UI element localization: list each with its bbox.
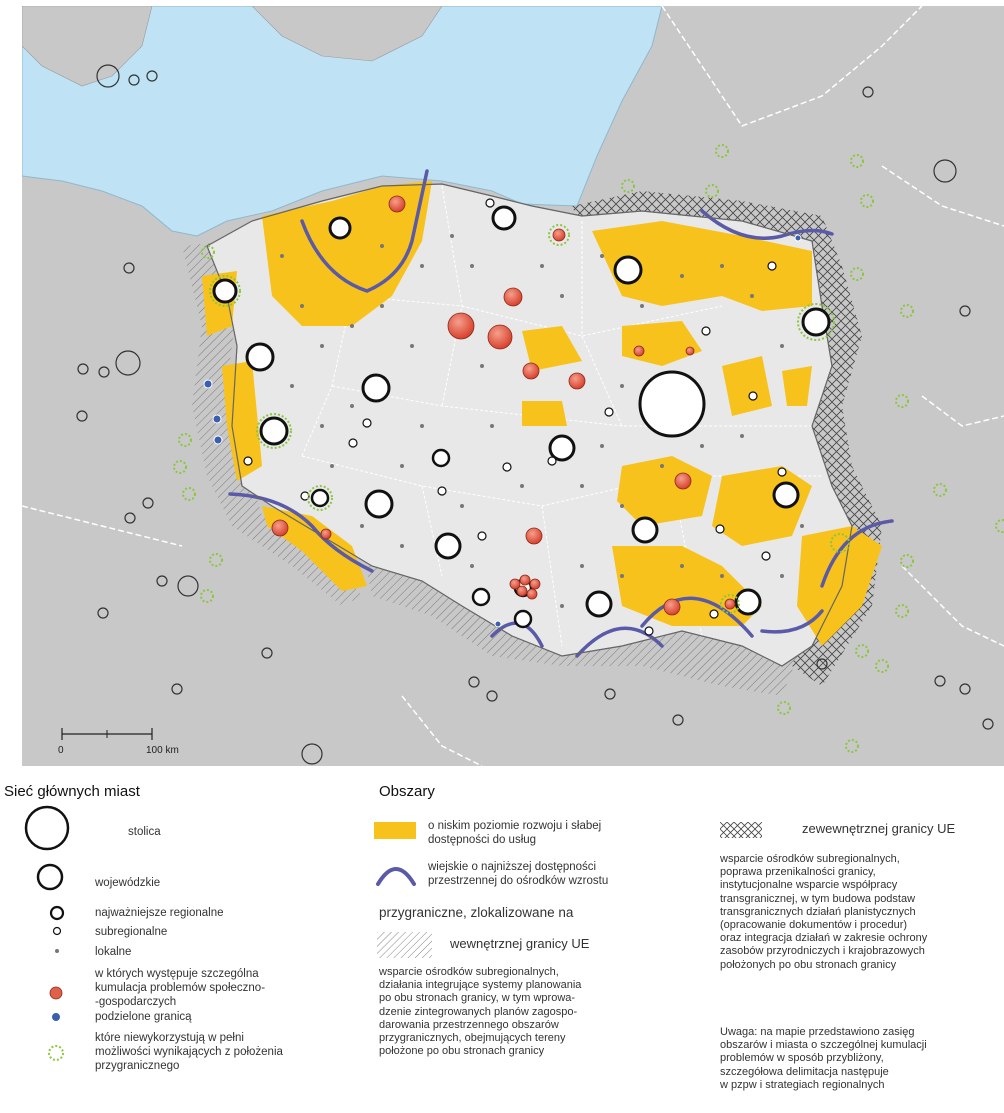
legend-border-title: przygraniczne, zlokalizowane na <box>379 905 574 920</box>
unused-border-cities <box>173 144 1004 753</box>
external-desc-line-3: instytucjonalne wsparcie współpracy <box>720 879 898 892</box>
legend-low-dev: o niskim poziomie rozwoju i słabej dostę… <box>428 819 601 847</box>
scandinavia <box>251 6 443 62</box>
internal-desc-line-5: darowania przestrzennego obszarów <box>379 1018 559 1031</box>
legend-internal-border: wewnętrznej granicy UE <box>450 936 590 951</box>
internal-desc-line-7: położone po obu stronach granicy <box>379 1045 545 1058</box>
legend-local: lokalne <box>95 946 132 958</box>
rural-areas-lines <box>228 169 894 658</box>
external-border-legend-icon <box>720 822 762 838</box>
legend-divided: podzielone granicą <box>95 1011 192 1023</box>
external-desc-line-2: poprawa przenikalności granicy, <box>720 866 876 879</box>
external-desc-line-1: wsparcie ośrodków subregionalnych, <box>720 853 900 865</box>
external-desc-line-5: transgranicznych działań planistycznych <box>720 905 916 918</box>
regional-cities <box>310 448 533 629</box>
note-line-5: w pzpw i strategiach regionalnych <box>720 1078 885 1091</box>
legend-internal-desc: wsparcie ośrodków subregionalnych, dział… <box>379 966 581 1058</box>
legend-areas-title: Obszary <box>379 783 435 800</box>
subregional-cities <box>243 198 787 636</box>
legend-problems-line-2: kumulacja problemów społeczno- <box>95 982 266 994</box>
legend-capital: stolica <box>128 826 161 838</box>
legend-subregional: subregionalne <box>95 926 168 938</box>
legend-rural-line-2: przestrzennej do ośrodków wzrostu <box>428 875 609 887</box>
divided-legend-icon <box>51 1012 61 1022</box>
poland-border <box>206 183 853 667</box>
external-desc-line-7: oraz integracja działań w zakresie ochro… <box>720 932 928 945</box>
legend-regional: najważniejsze regionalne <box>95 907 224 919</box>
external-desc-line-4: transgranicznej, w tym budowa podstaw <box>720 892 916 905</box>
scale-label-km: 100 km <box>146 745 179 756</box>
internal-border-zone-west <box>182 241 362 606</box>
foreign-cities <box>76 64 994 765</box>
scale-label-zero: 0 <box>58 745 64 756</box>
legend-cities-title: Sieć głównych miast <box>4 783 140 800</box>
legend-unused-line-2: możliwości wynikających z położenia <box>95 1046 283 1058</box>
legend-rural: wiejskie o najniższej dostępności przest… <box>428 860 608 888</box>
legend-external-border: zewewnętrznej granicy UE <box>802 821 956 836</box>
internal-border-legend-icon <box>377 932 432 958</box>
legend-voivodeship: wojewódzkie <box>95 877 161 889</box>
legend-external-desc: wsparcie ośrodków subregionalnych, popra… <box>720 853 927 972</box>
problem-legend-icon <box>49 986 63 1000</box>
external-desc-line-8: zasobów przyrodniczych i krajobrazowych <box>720 945 925 958</box>
legend-unused: które niewykorzystują w pełni możliwości… <box>95 1031 283 1073</box>
country-borders <box>22 6 1004 766</box>
denmark <box>22 6 153 87</box>
external-desc-line-9: położonych po obu stronach granicy <box>720 958 897 971</box>
legend-problems-line-1: w których występuje szczególna <box>95 968 259 980</box>
voivodeship-cities <box>212 205 831 618</box>
legend-low-dev-line-2: dostępności do usług <box>428 834 537 846</box>
legend-note: Uwaga: na mapie przedstawiono zasięg obs… <box>720 1026 927 1092</box>
internal-desc-line-3: po obu stronach granicy, w tym wprowa- <box>379 992 576 1005</box>
rural-legend-icon <box>376 867 416 886</box>
capital-city <box>638 370 706 438</box>
legend-rural-line-1: wiejskie o najniższej dostępności <box>428 861 597 873</box>
problem-cities <box>271 195 736 616</box>
subregional-legend-icon <box>52 926 62 936</box>
internal-desc-line-6: przygranicznych, obejmujących tereny <box>379 1032 566 1045</box>
baltic-sea <box>22 6 663 237</box>
legend-problems: w których występuje szczególna kumulacja… <box>95 967 265 1009</box>
internal-border-zone-south <box>362 546 802 696</box>
legend-unused-line-1: które niewykorzystują w pełni <box>95 1032 244 1044</box>
internal-desc-line-2: działania integrujące systemy planowania <box>379 979 582 992</box>
regional-legend-icon <box>49 905 65 921</box>
legend-unused-line-3: przygranicznego <box>95 1060 180 1072</box>
divided-cities <box>203 234 802 628</box>
internal-desc-line-4: dzenie zintegrowanych planów zagospo- <box>379 1005 578 1018</box>
capital-legend-icon <box>24 805 70 851</box>
local-cities <box>280 234 804 608</box>
external-desc-line-6: (opracowanie dokumentów i procedur) <box>720 919 908 932</box>
voivodeship-legend-icon <box>36 863 64 891</box>
legend-problems-line-3: -gospodarczych <box>95 996 177 1008</box>
low-dev-legend-swatch <box>374 822 416 839</box>
unused-legend-icon <box>48 1045 64 1061</box>
local-legend-icon <box>55 949 59 953</box>
scale-bar: 0 100 km <box>58 728 179 756</box>
external-border-zone-east <box>572 191 882 686</box>
note-line-3: problemów w sposób przybliżony, <box>720 1052 884 1065</box>
note-line-1: Uwaga: na mapie przedstawiono zasięg <box>720 1026 915 1038</box>
internal-desc-line-1: wsparcie ośrodków subregionalnych, <box>379 966 559 978</box>
legend-low-dev-line-1: o niskim poziomie rozwoju i słabej <box>428 820 602 832</box>
note-line-4: szczegółowa delimitacja następuje <box>720 1065 889 1078</box>
map: 0 100 km <box>22 6 1004 766</box>
note-line-2: obszarów i miasta o szczególnej kumulacj… <box>720 1039 927 1052</box>
